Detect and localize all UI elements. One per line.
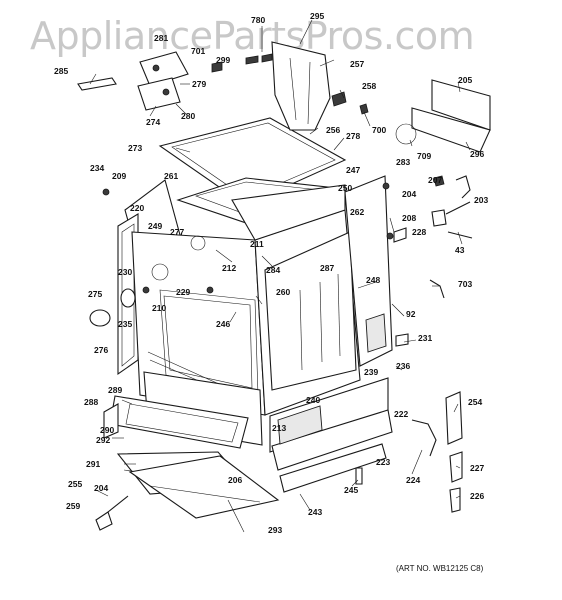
part-label-222: 222 (394, 409, 409, 419)
burner-assembly (77, 51, 189, 111)
part-label-231: 231 (418, 333, 433, 343)
part-label-700: 700 (372, 125, 387, 135)
part-label-243: 243 (308, 507, 323, 517)
part-label-709: 709 (417, 151, 432, 161)
part-label-92: 92 (406, 309, 416, 319)
part-label-285: 285 (54, 66, 69, 76)
part-label-278: 278 (346, 131, 361, 141)
part-label-235: 235 (118, 319, 133, 329)
part-label-276: 276 (94, 345, 109, 355)
part-label-289: 289 (108, 385, 123, 395)
part-label-247: 247 (346, 165, 361, 175)
part-label-281: 281 (154, 33, 169, 43)
part-label-296: 296 (470, 149, 485, 159)
part-label-291: 291 (86, 459, 101, 469)
part-label-261: 261 (164, 171, 179, 181)
leader-lines (89, 19, 471, 533)
part-label-280: 280 (181, 111, 196, 121)
part-label-245: 245 (344, 485, 359, 495)
part-label-208: 208 (402, 213, 417, 223)
part-label-250: 250 (338, 183, 353, 193)
watermark-text: AppliancePartsPros.com (30, 14, 475, 58)
kick-panel (269, 377, 393, 493)
part-label-203: 203 (474, 195, 489, 205)
part-label-295: 295 (310, 11, 325, 21)
part-label-248: 248 (366, 275, 381, 285)
part-label-212: 212 (222, 263, 237, 273)
part-label-210: 210 (152, 303, 167, 313)
part-label-701: 701 (191, 46, 206, 56)
part-label-283: 283 (396, 157, 411, 167)
part-label-228: 228 (412, 227, 427, 237)
part-label-204b: 204 (94, 483, 109, 493)
part-label-290: 290 (100, 425, 115, 435)
part-label-206: 206 (228, 475, 243, 485)
part-label-230: 230 (118, 267, 133, 277)
part-label-255: 255 (68, 479, 83, 489)
part-label-277: 277 (170, 227, 185, 237)
part-label-288: 288 (84, 397, 99, 407)
part-label-275: 275 (88, 289, 103, 299)
rear-panel (395, 79, 491, 153)
part-label-299: 299 (216, 55, 231, 65)
part-label-246: 246 (216, 319, 231, 329)
part-label-780: 780 (251, 15, 266, 25)
right-side-panel (264, 175, 393, 391)
part-label-211: 211 (250, 239, 264, 249)
part-label-274: 274 (146, 117, 161, 127)
part-label-293: 293 (268, 525, 283, 535)
part-label-284: 284 (266, 265, 281, 275)
part-label-229: 229 (176, 287, 191, 297)
part-label-258: 258 (362, 81, 377, 91)
part-label-260: 260 (276, 287, 291, 297)
part-label-236: 236 (396, 361, 411, 371)
part-label-227: 227 (470, 463, 485, 473)
part-label-240: 240 (306, 395, 321, 405)
part-label-234: 234 (90, 163, 105, 173)
part-label-292: 292 (96, 435, 111, 445)
part-label-224: 224 (406, 475, 421, 485)
part-label-256: 256 (326, 125, 341, 135)
part-label-249: 249 (148, 221, 163, 231)
part-label-226: 226 (470, 491, 485, 501)
part-label-223: 223 (376, 457, 391, 467)
part-label-207: 207 (428, 175, 443, 185)
part-label-703: 703 (458, 279, 473, 289)
part-label-287: 287 (320, 263, 335, 273)
part-label-279: 279 (192, 79, 207, 89)
part-label-273: 273 (128, 143, 143, 153)
part-label-239: 239 (364, 367, 379, 377)
part-label-257: 257 (350, 59, 365, 69)
art-number: (ART NO. WB12125 C8) (396, 564, 484, 573)
part-label-213: 213 (272, 423, 287, 433)
part-label-209: 209 (112, 171, 127, 181)
part-label-220: 220 (130, 203, 145, 213)
base-frame (128, 455, 280, 519)
part-label-204: 204 (402, 189, 417, 199)
vent-duct (271, 41, 331, 131)
part-label-43: 43 (455, 245, 465, 255)
part-label-205: 205 (458, 75, 473, 85)
part-label-259: 259 (66, 501, 81, 511)
part-label-254: 254 (468, 397, 483, 407)
part-label-262: 262 (350, 207, 365, 217)
